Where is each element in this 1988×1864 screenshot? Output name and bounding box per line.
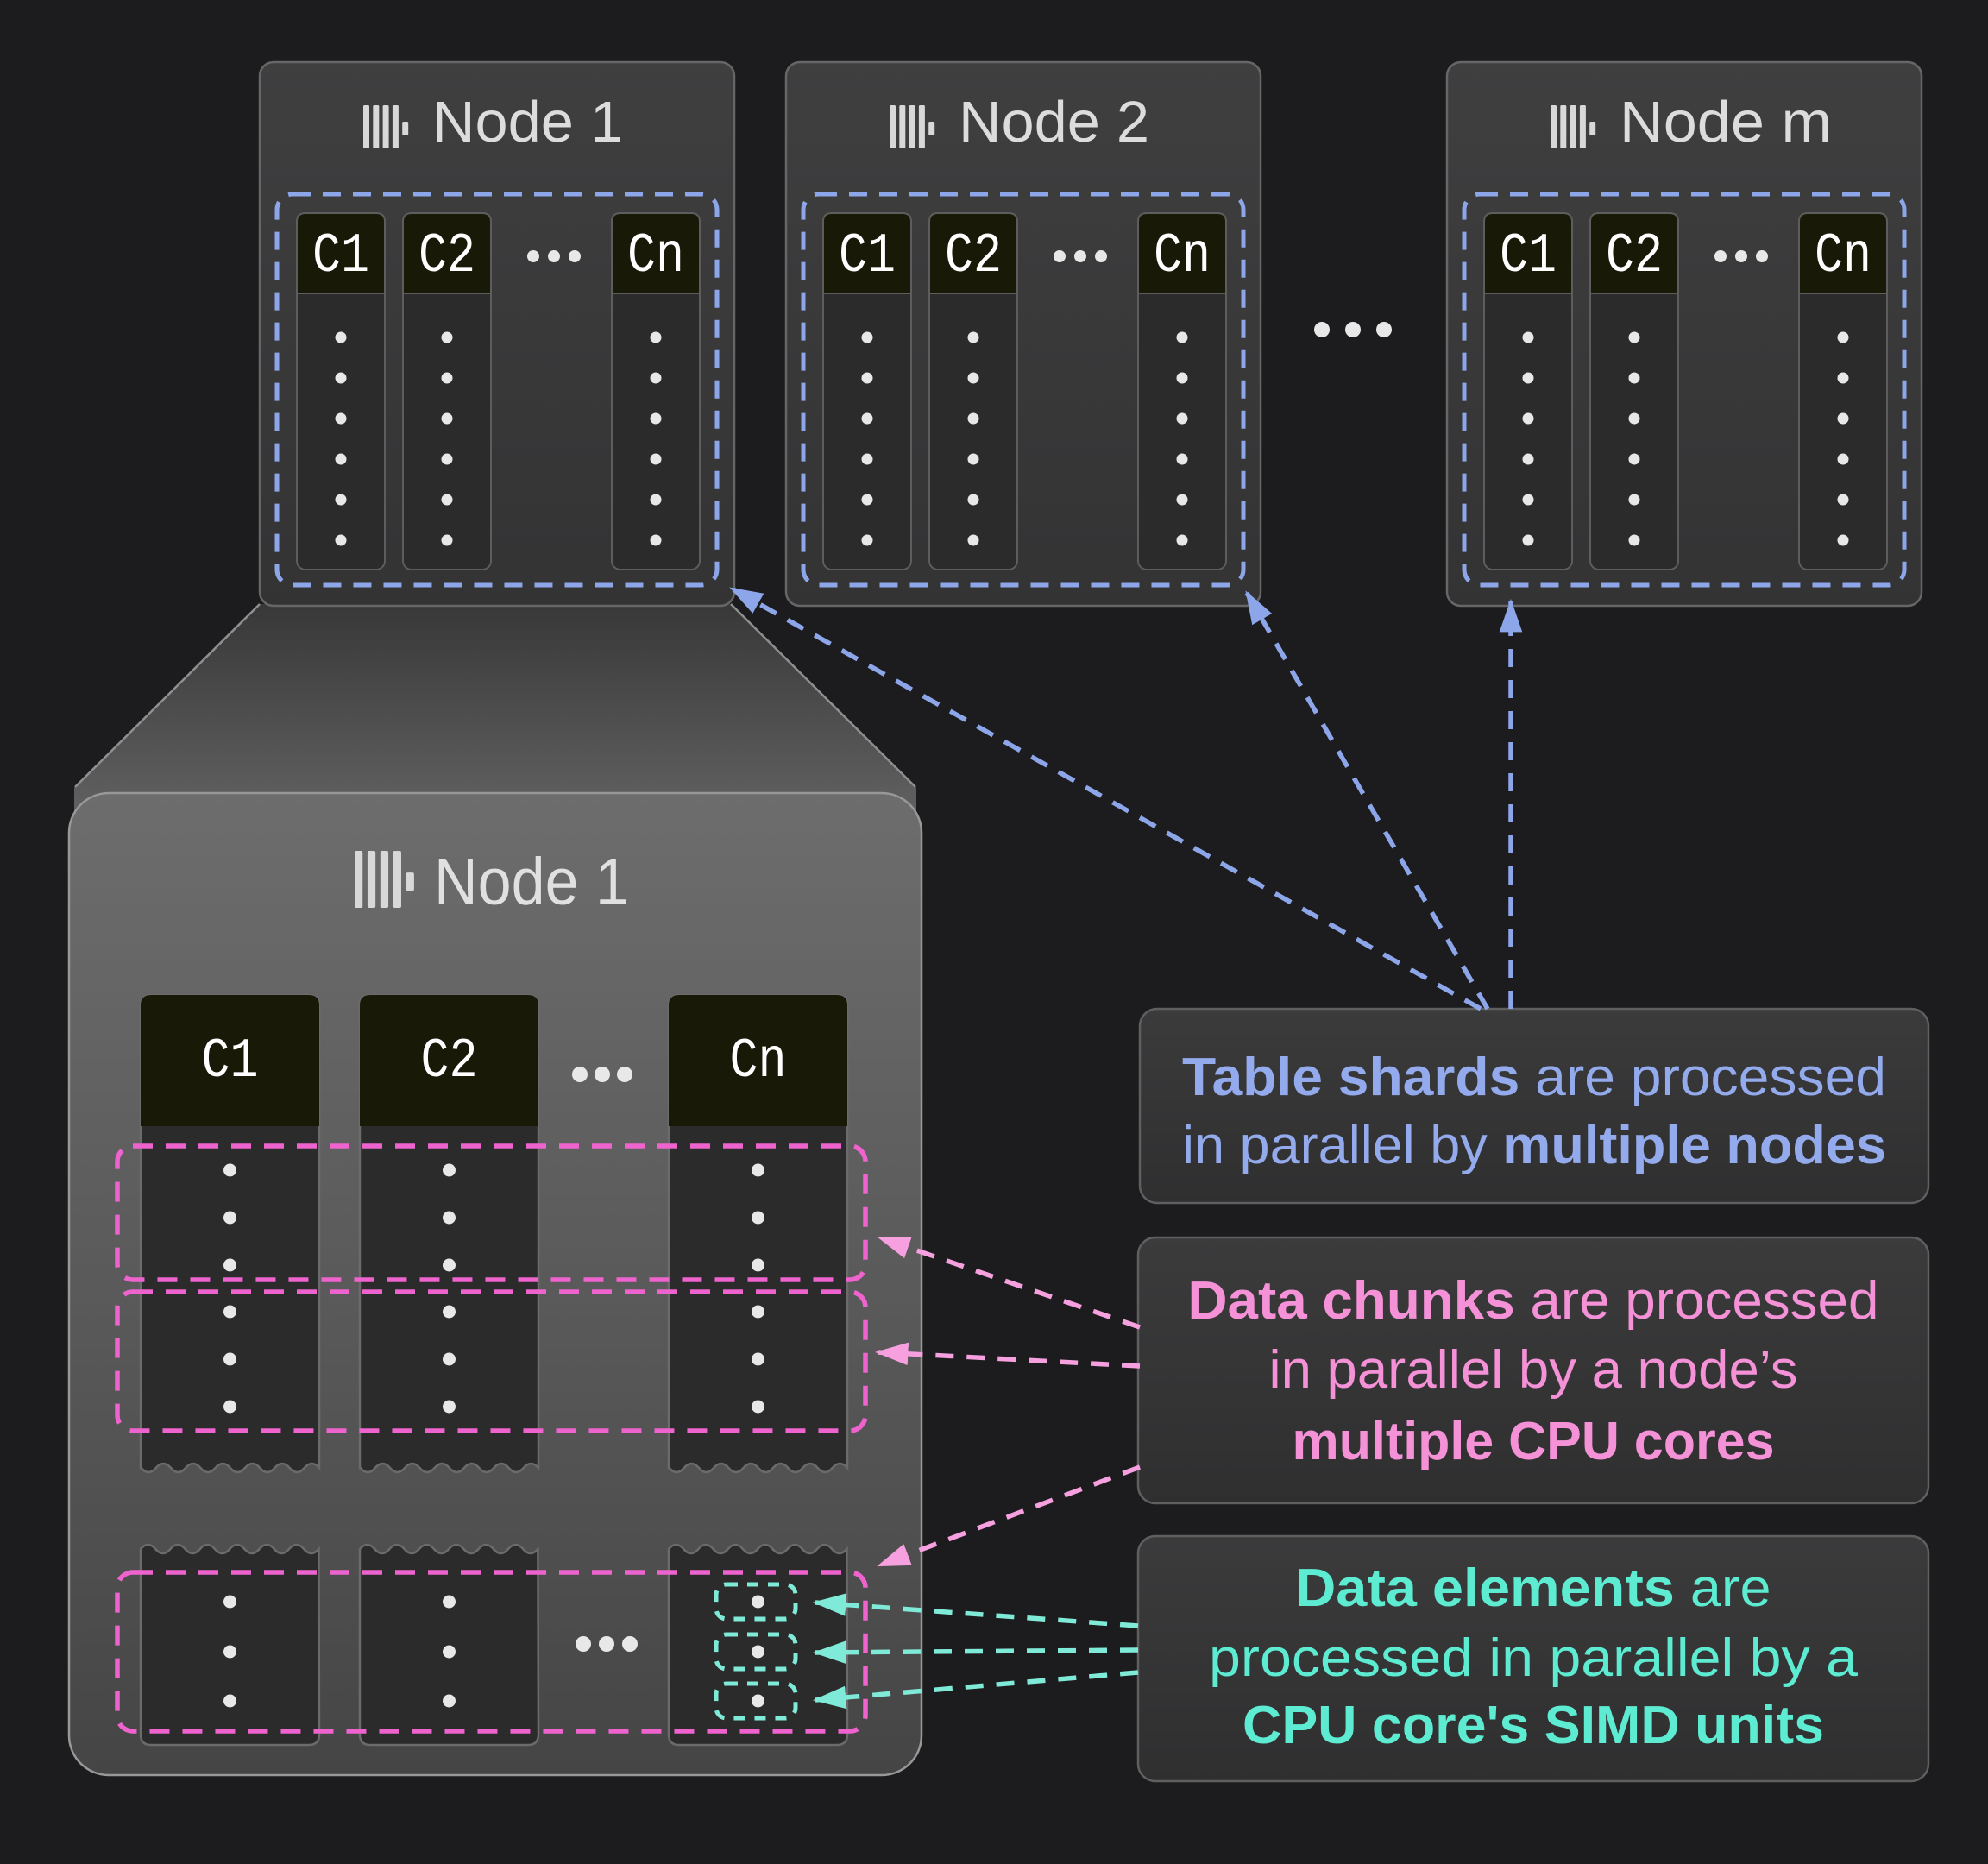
svg-text:C1: C1 (839, 224, 896, 288)
svg-text:C1: C1 (312, 224, 369, 288)
svg-text:in parallel by multiple nodes: in parallel by multiple nodes (1182, 1116, 1886, 1175)
svg-text:Node 1: Node 1 (432, 90, 623, 154)
svg-text:in parallel by a node’s: in parallel by a node’s (1269, 1340, 1798, 1400)
svg-text:Data elements are: Data elements are (1296, 1559, 1771, 1618)
svg-text:C1: C1 (1500, 224, 1557, 288)
svg-text:Cn: Cn (1154, 224, 1211, 288)
svg-text:Node m: Node m (1620, 90, 1832, 154)
svg-text:Table shards are processed: Table shards are processed (1182, 1048, 1886, 1107)
svg-text:CPU core's SIMD units: CPU core's SIMD units (1242, 1696, 1824, 1755)
svg-text:processed in parallel by a: processed in parallel by a (1209, 1628, 1859, 1688)
svg-text:C1: C1 (202, 1030, 259, 1093)
svg-text:Node 1: Node 1 (434, 845, 629, 919)
svg-text:C2: C2 (945, 224, 1002, 288)
svg-text:Data chunks are processed: Data chunks are processed (1188, 1271, 1879, 1331)
svg-text:C2: C2 (421, 1030, 478, 1093)
svg-text:Cn: Cn (627, 224, 684, 288)
svg-text:C2: C2 (418, 224, 475, 288)
svg-text:C2: C2 (1606, 224, 1663, 288)
svg-text:Cn: Cn (730, 1030, 787, 1093)
svg-text:Node 2: Node 2 (959, 90, 1149, 154)
svg-text:multiple CPU cores: multiple CPU cores (1293, 1412, 1775, 1471)
svg-text:Cn: Cn (1815, 224, 1872, 288)
